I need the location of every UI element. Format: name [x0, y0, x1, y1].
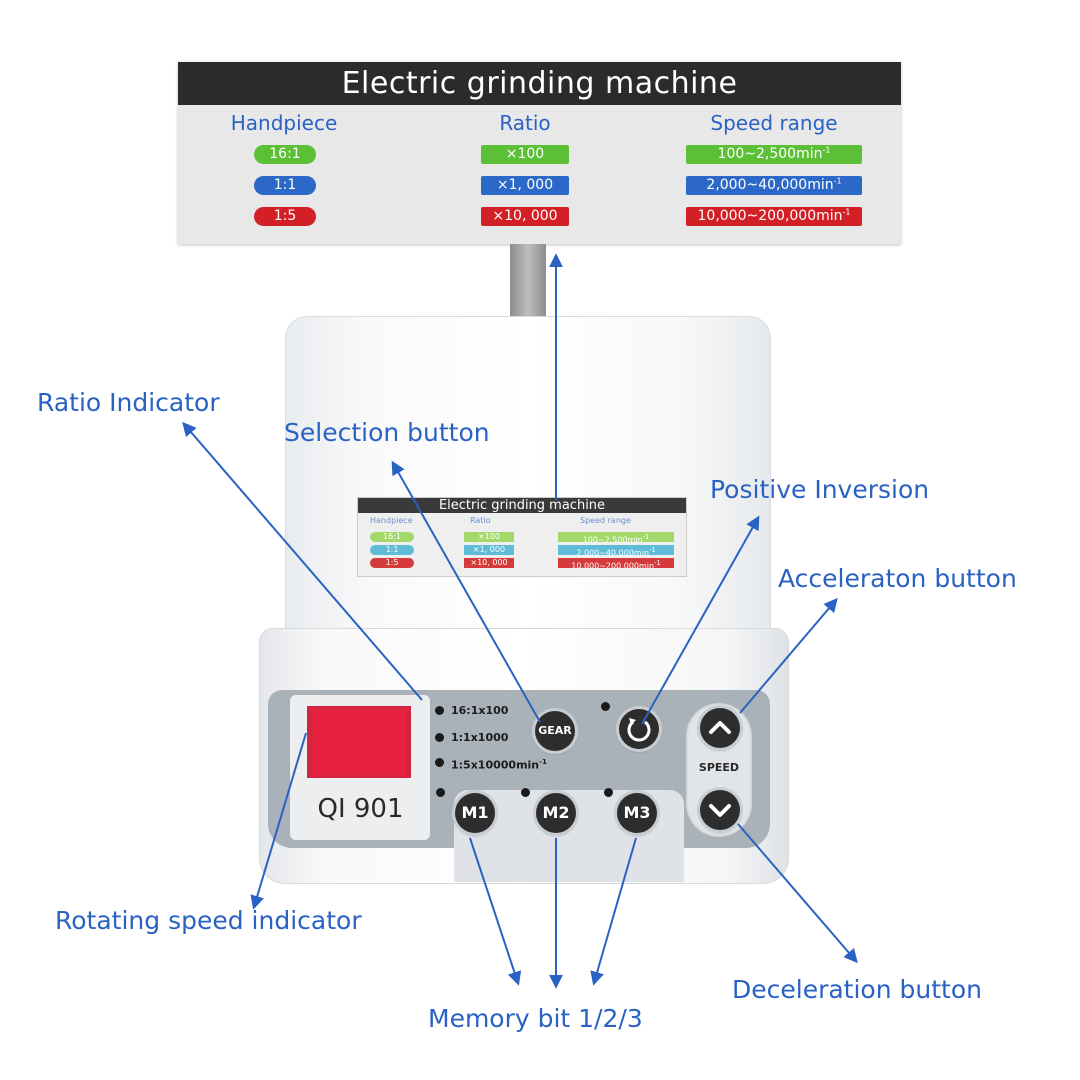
- header-handpiece: Handpiece: [230, 111, 338, 135]
- direction-led: [601, 702, 610, 711]
- memory-led: [604, 788, 613, 797]
- speed-up-button[interactable]: [700, 708, 740, 748]
- sticker-handpiece-pill: 16:1: [370, 532, 414, 542]
- memory-2-button[interactable]: M2: [536, 793, 576, 833]
- device-housing: [285, 316, 771, 638]
- spec-card: Electric grinding machine Handpiece Rati…: [178, 62, 901, 244]
- sticker-header-ratio: Ratio: [470, 516, 491, 525]
- callout-deceleration-button: Deceleration button: [732, 975, 982, 1004]
- rotate-icon: [627, 718, 651, 742]
- sticker-speed-pill: 100~2,500min-1: [558, 532, 674, 545]
- ratio-pill: ×1, 000: [481, 176, 569, 195]
- callout-memory-bit: Memory bit 1/2/3: [428, 1004, 643, 1033]
- chevron-up-icon: [709, 721, 731, 734]
- speed-label: SPEED: [698, 761, 740, 774]
- memory-3-button[interactable]: M3: [617, 793, 657, 833]
- speed-pill: 2,000~40,000min-1: [686, 176, 862, 195]
- ratio-led: [435, 758, 444, 767]
- memory-1-button[interactable]: M1: [455, 793, 495, 833]
- sticker-ratio-pill: ×10, 000: [464, 558, 514, 568]
- callout-ratio-indicator: Ratio Indicator: [37, 388, 220, 417]
- gear-selection-button[interactable]: GEAR: [535, 711, 575, 751]
- callout-acceleration-button: Acceleraton button: [778, 564, 1017, 593]
- handpiece-pill: 16:1: [254, 145, 316, 164]
- ratio-indicator-label: 16:1x100: [451, 704, 509, 717]
- callout-selection-button: Selection button: [284, 418, 490, 447]
- sticker-speed-pill: 2,000~40,000min-1: [558, 545, 674, 558]
- memory-led: [521, 788, 530, 797]
- device-sticker-label: Electric grinding machine Handpiece Rati…: [357, 497, 687, 577]
- direction-toggle-button[interactable]: [619, 709, 659, 749]
- ratio-indicator-label: 1:1x1000: [451, 731, 509, 744]
- handpiece-pill: 1:1: [254, 176, 316, 195]
- callout-rotating-speed-indicator: Rotating speed indicator: [55, 906, 362, 935]
- sticker-handpiece-pill: 1:1: [370, 545, 414, 555]
- sticker-ratio-pill: ×100: [464, 532, 514, 542]
- ratio-pill: ×100: [481, 145, 569, 164]
- ratio-led: [435, 706, 444, 715]
- speed-display-glow: [313, 710, 406, 775]
- sticker-handpiece-pill: 1:5: [370, 558, 414, 568]
- sticker-ratio-pill: ×1, 000: [464, 545, 514, 555]
- callout-positive-inversion: Positive Inversion: [710, 475, 930, 504]
- chevron-down-icon: [709, 804, 731, 817]
- sticker-header-handpiece: Handpiece: [370, 516, 413, 525]
- sticker-header-speed: Speed range: [580, 516, 631, 525]
- header-speed-range: Speed range: [710, 111, 838, 135]
- ratio-indicator-label: 1:5x10000min-1: [451, 758, 547, 772]
- speed-down-button[interactable]: [700, 790, 740, 830]
- speed-pill: 10,000~200,000min-1: [686, 207, 862, 226]
- memory-led: [436, 788, 445, 797]
- speed-pill: 100~2,500min-1: [686, 145, 862, 164]
- sticker-speed-pill: 10,000~200,000min-1: [558, 558, 674, 571]
- ratio-pill: ×10, 000: [481, 207, 569, 226]
- ratio-led: [435, 733, 444, 742]
- sticker-title: Electric grinding machine: [358, 498, 686, 513]
- header-ratio: Ratio: [499, 111, 551, 135]
- handpiece-pill: 1:5: [254, 207, 316, 226]
- model-number: QI 901: [317, 794, 404, 824]
- device-cable: [510, 244, 546, 318]
- spec-card-title: Electric grinding machine: [178, 62, 901, 105]
